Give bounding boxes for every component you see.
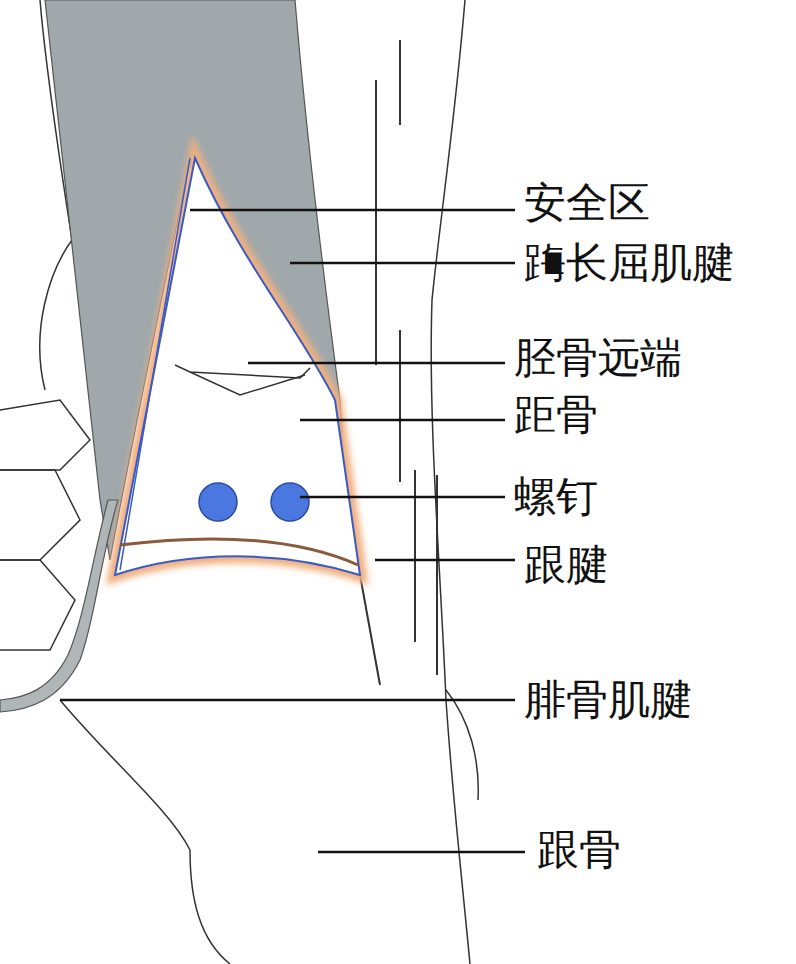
part-label: 跟腱: [522, 542, 610, 588]
part-label: 胫骨远端: [512, 335, 684, 381]
screw: [199, 483, 237, 521]
bone-lines: [120, 365, 358, 565]
screw: [271, 483, 309, 521]
part-label: 安全区: [522, 180, 652, 226]
leader-lines: [60, 210, 525, 852]
part-label: 腓骨肌腱: [522, 677, 694, 723]
safe-zone-edge: [120, 158, 190, 570]
leg-outline: [0, 0, 478, 964]
part-label: 跟骨: [535, 827, 623, 873]
part-label: 距骨: [512, 392, 600, 438]
peroneal-tendon: [0, 500, 118, 712]
safe-zone: [115, 158, 360, 575]
part-label: 踇长屈肌腱: [522, 240, 736, 286]
part-label: 螺钉: [512, 474, 600, 520]
safe-zone-glow: [115, 158, 360, 575]
